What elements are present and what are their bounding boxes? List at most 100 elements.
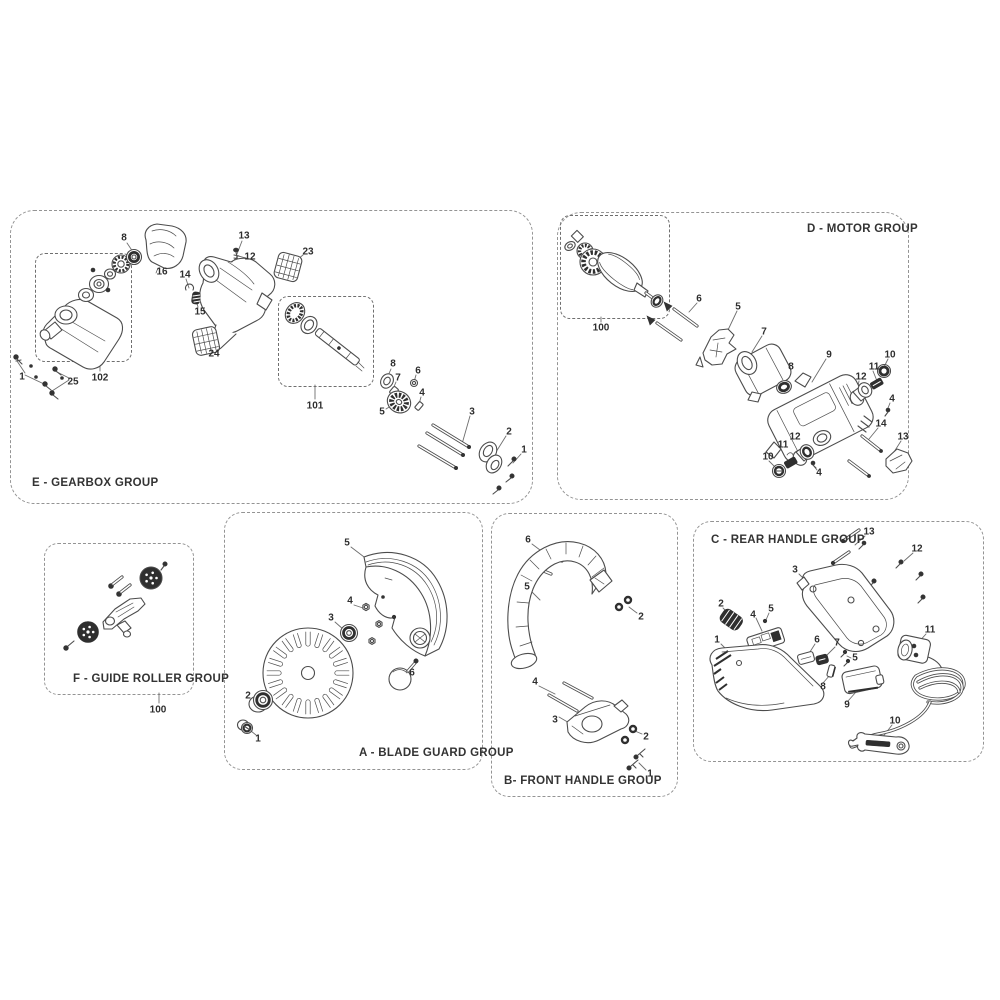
part-callout: 6 bbox=[409, 667, 415, 679]
gearbox-spindle-assembly-102 bbox=[39, 254, 131, 370]
part-callout: 15 bbox=[194, 306, 206, 318]
part-callout: 8 bbox=[820, 681, 826, 693]
front-handle-parts bbox=[507, 541, 646, 771]
part-callout: 23 bbox=[302, 246, 314, 258]
group-box-gearbox bbox=[10, 210, 533, 504]
group-title-blade-guard: A - BLADE GUARD GROUP bbox=[359, 747, 514, 759]
part-callout: 4 bbox=[750, 609, 756, 621]
part-callout: 5 bbox=[768, 603, 774, 615]
part-callout: 2 bbox=[643, 731, 649, 743]
group-title-guide-roller: F - GUIDE ROLLER GROUP bbox=[73, 673, 230, 685]
group-title-rear-handle: C - REAR HANDLE GROUP bbox=[711, 534, 865, 546]
rear-handle-housing-1 bbox=[709, 644, 825, 712]
part-callout: 8 bbox=[121, 232, 127, 244]
part-callout: 101 bbox=[306, 400, 324, 412]
part-callout: 9 bbox=[844, 699, 850, 711]
part-callout: 12 bbox=[244, 251, 256, 263]
motor-stator-7 bbox=[734, 343, 792, 403]
part-callout: 8 bbox=[390, 358, 396, 370]
gearbox-cover-16 bbox=[144, 223, 187, 274]
gearbox-output-parts bbox=[380, 373, 517, 495]
subassembly-box-101 bbox=[278, 296, 374, 387]
part-callout: 5 bbox=[735, 301, 741, 313]
part-callout: 4 bbox=[889, 393, 895, 405]
gearbox-vent-pad-23 bbox=[273, 251, 303, 283]
part-callout: 10 bbox=[762, 451, 774, 463]
motor-brush-set-upper bbox=[849, 363, 892, 417]
part-callout: 1 bbox=[521, 444, 527, 456]
part-callout: 12 bbox=[911, 543, 923, 555]
part-callout: 4 bbox=[347, 595, 353, 607]
subassembly-box-100 bbox=[560, 215, 670, 319]
part-callout: 2 bbox=[718, 598, 724, 610]
part-callout: 7 bbox=[761, 326, 767, 338]
part-callout: 6 bbox=[696, 293, 702, 305]
part-callout: 100 bbox=[592, 322, 610, 334]
part-callout: 3 bbox=[469, 406, 475, 418]
part-callout: 3 bbox=[328, 612, 334, 624]
part-callout: 11 bbox=[868, 361, 880, 373]
group-box-motor bbox=[557, 212, 909, 500]
gearbox-vent-pad-24 bbox=[191, 326, 221, 356]
part-callout: 14 bbox=[875, 418, 887, 430]
part-callout: 6 bbox=[525, 534, 531, 546]
group-title-front-handle: B- FRONT HANDLE GROUP bbox=[504, 775, 662, 787]
part-callout: 7 bbox=[395, 372, 401, 384]
part-callout: 25 bbox=[67, 376, 79, 388]
part-callout: 102 bbox=[91, 372, 109, 384]
group-box-blade-guard bbox=[224, 512, 483, 770]
motor-cover-13 bbox=[885, 448, 913, 474]
part-callout: 2 bbox=[506, 426, 512, 438]
part-callout: 5 bbox=[852, 652, 858, 664]
blade-guard-5 bbox=[363, 552, 448, 657]
part-callout: 1 bbox=[19, 371, 25, 383]
part-callout: 13 bbox=[863, 526, 875, 538]
part-callout: 13 bbox=[897, 431, 909, 443]
part-callout: 5 bbox=[524, 581, 530, 593]
part-callout: 13 bbox=[238, 230, 250, 242]
part-callout: 2 bbox=[638, 611, 644, 623]
rear-handle-small-parts bbox=[796, 649, 885, 695]
part-callout: 1 bbox=[714, 634, 720, 646]
part-callout: 2 bbox=[245, 690, 251, 702]
part-callout: 10 bbox=[889, 715, 901, 727]
gearbox-shaft-assembly-101 bbox=[284, 302, 365, 372]
part-callout: 16 bbox=[156, 266, 168, 278]
motor-baffle-5 bbox=[695, 328, 737, 368]
part-callout: 14 bbox=[179, 269, 191, 281]
group-title-gearbox: E - GEARBOX GROUP bbox=[32, 477, 159, 489]
wrench-10 bbox=[847, 732, 910, 755]
group-box-guide-roller bbox=[44, 543, 194, 695]
gearbox-clip-14 bbox=[184, 283, 195, 291]
gearbox-bearing-8 bbox=[125, 248, 143, 266]
part-callout: 12 bbox=[789, 431, 801, 443]
motor-armature-100 bbox=[564, 229, 664, 308]
part-callout: 4 bbox=[816, 467, 822, 479]
part-callout: 5 bbox=[344, 537, 350, 549]
part-callout: 5 bbox=[379, 406, 385, 418]
part-callout: 1 bbox=[255, 733, 261, 745]
gearbox-screws-1-25 bbox=[13, 354, 64, 400]
part-callout: 3 bbox=[552, 714, 558, 726]
rear-handle-housing-3 bbox=[796, 563, 895, 653]
group-box-rear-handle bbox=[693, 521, 984, 762]
group-box-front-handle bbox=[491, 513, 678, 797]
blade-guard-small-parts bbox=[236, 602, 419, 735]
part-callout: 7 bbox=[834, 637, 840, 649]
part-callout: 1 bbox=[647, 768, 653, 780]
part-callout: 6 bbox=[814, 634, 820, 646]
motor-screws-6 bbox=[646, 301, 699, 342]
motor-bearing-8 bbox=[776, 380, 792, 394]
part-callout: 12 bbox=[855, 371, 867, 383]
part-callout: 3 bbox=[792, 564, 798, 576]
group-title-motor: D - MOTOR GROUP bbox=[807, 223, 918, 235]
cutting-blade bbox=[262, 627, 354, 719]
part-callout: 100 bbox=[149, 704, 167, 716]
part-callout: 10 bbox=[884, 349, 896, 361]
guide-roller-parts bbox=[63, 561, 168, 651]
part-callout: 4 bbox=[419, 387, 425, 399]
front-handle-leader-lines bbox=[529, 543, 647, 771]
part-callout: 9 bbox=[826, 349, 832, 361]
